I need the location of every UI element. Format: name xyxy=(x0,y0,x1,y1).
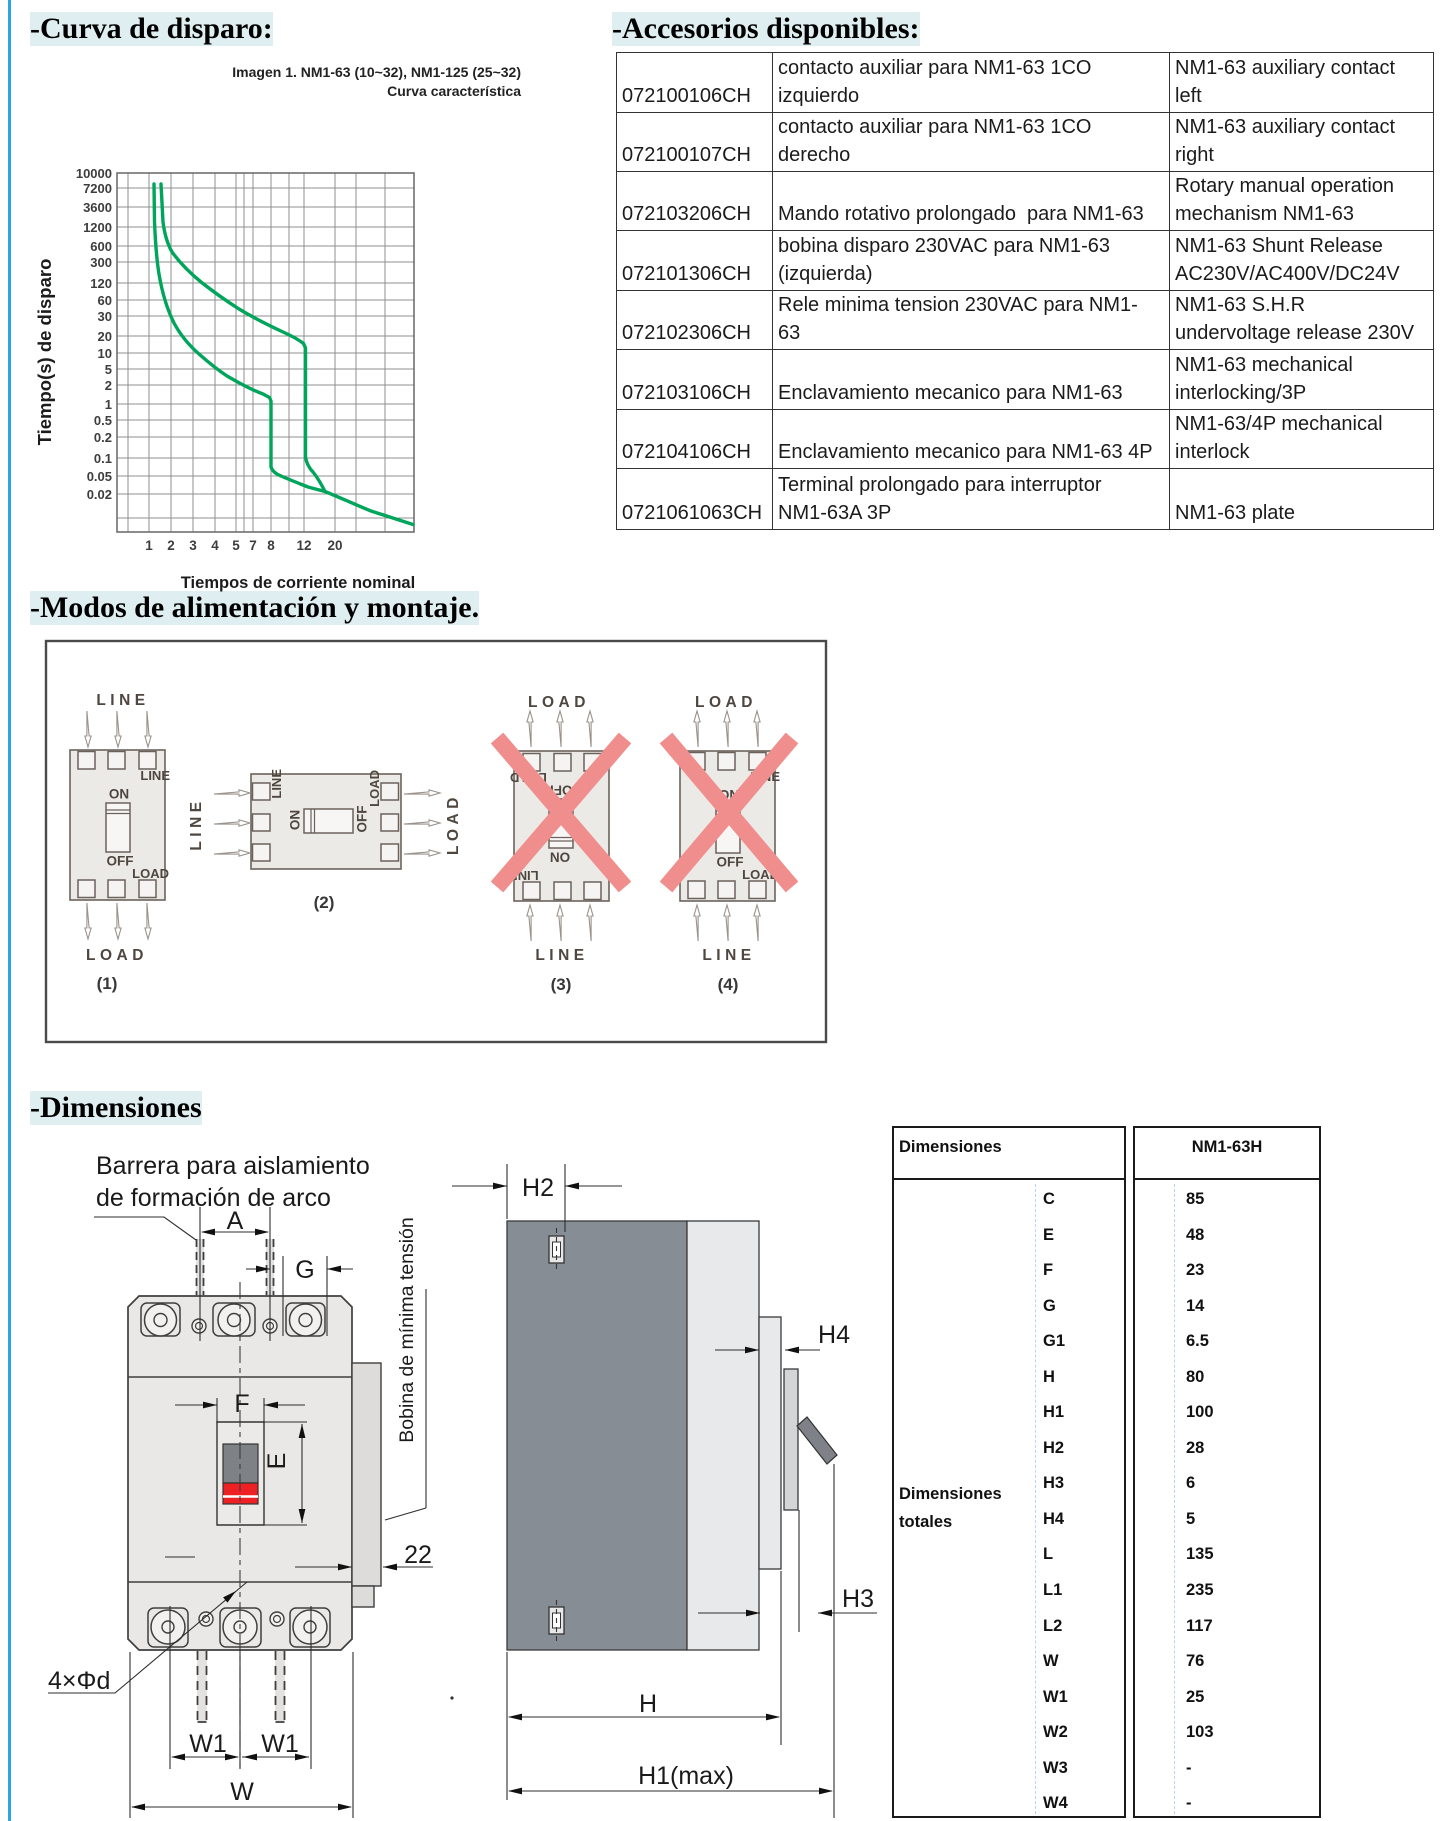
svg-text:20: 20 xyxy=(327,538,342,553)
svg-text:F: F xyxy=(234,1390,249,1418)
svg-text:8: 8 xyxy=(267,538,275,553)
svg-text:60: 60 xyxy=(98,293,112,308)
svg-text:W: W xyxy=(230,1778,254,1806)
svg-text:0.2: 0.2 xyxy=(94,430,112,445)
svg-text:10: 10 xyxy=(98,346,112,361)
svg-text:0.05: 0.05 xyxy=(87,469,112,484)
svg-text:10000: 10000 xyxy=(76,166,112,181)
svg-text:120: 120 xyxy=(90,276,112,291)
svg-text:LOAD: LOAD xyxy=(528,694,590,711)
svg-text:Tiempo(s) de disparo: Tiempo(s) de disparo xyxy=(34,259,55,446)
svg-text:4×Φd: 4×Φd xyxy=(48,1667,110,1695)
svg-text:20: 20 xyxy=(98,329,112,344)
svg-text:W1: W1 xyxy=(261,1730,299,1758)
svg-text:3600: 3600 xyxy=(83,200,112,215)
svg-text:de formación de arco: de formación de arco xyxy=(96,1184,331,1212)
svg-text:H: H xyxy=(639,1690,657,1718)
svg-text:H2: H2 xyxy=(522,1174,554,1202)
svg-text:E: E xyxy=(263,1453,291,1470)
svg-text:H1(max): H1(max) xyxy=(638,1762,734,1790)
svg-text:1200: 1200 xyxy=(83,220,112,235)
svg-text:Barrera para aislamiento: Barrera para aislamiento xyxy=(96,1152,370,1180)
svg-text:1: 1 xyxy=(145,538,153,553)
svg-text:600: 600 xyxy=(90,239,112,254)
svg-text:2: 2 xyxy=(167,538,175,553)
svg-text:12: 12 xyxy=(296,538,311,553)
svg-text:1: 1 xyxy=(105,397,112,412)
svg-text:7: 7 xyxy=(249,538,257,553)
svg-text:22: 22 xyxy=(404,1541,432,1569)
svg-text:0.1: 0.1 xyxy=(94,451,112,466)
svg-text:3: 3 xyxy=(189,538,197,553)
svg-text:30: 30 xyxy=(98,309,112,324)
svg-text:7200: 7200 xyxy=(83,181,112,196)
svg-text:2: 2 xyxy=(105,378,112,393)
svg-text:(1): (1) xyxy=(97,974,118,993)
svg-text:LINE: LINE xyxy=(535,947,588,964)
svg-text:Tiempos de corriente nominal: Tiempos de corriente nominal xyxy=(181,574,415,592)
svg-text:LOAD: LOAD xyxy=(86,947,148,964)
svg-text:0.5: 0.5 xyxy=(94,413,112,428)
svg-text:0.02: 0.02 xyxy=(87,487,112,502)
svg-text:LINE: LINE xyxy=(188,797,205,850)
svg-text:(2): (2) xyxy=(314,893,335,912)
svg-text:(3): (3) xyxy=(551,975,572,994)
svg-text:4: 4 xyxy=(211,538,219,553)
svg-text:LINE: LINE xyxy=(702,947,755,964)
svg-text:5: 5 xyxy=(232,538,240,553)
svg-text:A: A xyxy=(227,1207,244,1235)
svg-text:(4): (4) xyxy=(718,975,739,994)
svg-text:H4: H4 xyxy=(818,1321,850,1349)
svg-text:G: G xyxy=(295,1256,314,1284)
svg-text:LOAD: LOAD xyxy=(695,694,757,711)
svg-text:LINE: LINE xyxy=(96,692,149,709)
svg-text:LOAD: LOAD xyxy=(445,793,462,855)
svg-text:300: 300 xyxy=(90,255,112,270)
svg-text:Bobina de mínima tensión: Bobina de mínima tensión xyxy=(396,1217,418,1442)
svg-text:H3: H3 xyxy=(842,1585,874,1613)
svg-text:5: 5 xyxy=(105,362,112,377)
svg-text:W1: W1 xyxy=(189,1730,227,1758)
